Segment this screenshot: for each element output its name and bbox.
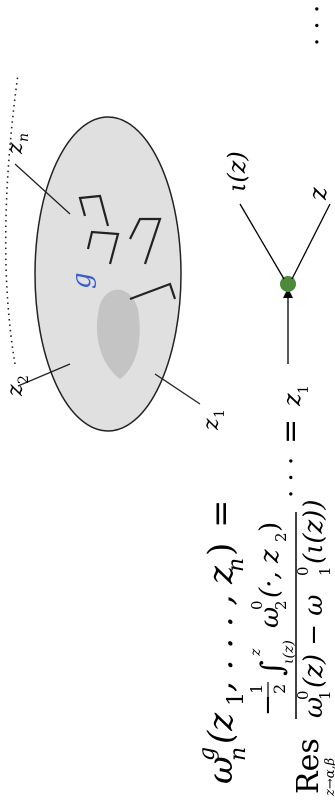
surface-blob: g: [4, 73, 201, 432]
lhs-formula: ω g n (z 1 , . . . , z n ) =: [195, 500, 251, 785]
label-z1: z: [199, 418, 224, 431]
frac-num: 1: [247, 684, 266, 694]
den-omega-b-sub: 1: [316, 566, 334, 576]
den-omega-b-sup: 0: [294, 566, 312, 576]
lhs-args-subn: n: [224, 558, 249, 572]
leg-z1: [154, 373, 201, 405]
lhs-args-sub1: 1: [224, 692, 249, 706]
dotted-arc: [4, 73, 19, 365]
handle-4: [78, 194, 110, 227]
label-z2: z: [3, 384, 28, 397]
handle-1: [129, 217, 162, 265]
lhs-args-open: (z: [201, 712, 241, 744]
lhs-args-mid: , . . . , z: [201, 565, 241, 692]
vertex-node: [280, 276, 296, 292]
vertex-in-label: z: [278, 393, 306, 407]
den-omega-a-sup: 0: [294, 690, 312, 700]
vertex-arrowhead: [283, 288, 293, 298]
integral-sign: ∫: [255, 660, 290, 676]
vertex-dots: · · ·: [303, 5, 333, 46]
leg-zn: [14, 163, 71, 215]
int-upper: z: [248, 648, 264, 657]
lhs-sub-n: n: [226, 747, 251, 761]
den-omega-b-args: (ι(z)): [299, 500, 329, 564]
den-omega-a-sub: 1: [316, 690, 334, 700]
vertex-out1-label: ι(z): [223, 151, 251, 192]
handle-2: [86, 230, 120, 265]
vertex-out1: [239, 203, 285, 280]
num-omega-args: (·, z: [255, 549, 285, 598]
blob-labels: z 2 z n z 1: [3, 133, 228, 431]
num-omega-args-sub: 2: [272, 532, 290, 542]
num-omega-sub: 2: [272, 600, 290, 610]
lhs-omega: ω: [201, 756, 241, 784]
blob-shadow: [97, 289, 140, 379]
genus-label: g: [67, 272, 97, 289]
lhs-sup-g: g: [195, 747, 220, 761]
den-omega-a: ω: [299, 697, 329, 718]
vertex-out2: [291, 203, 331, 280]
rhs-formula: Res z→α,β − 1 2 ∫ ι(z) z ω 0 2 (·, z 2 )…: [247, 419, 335, 797]
res-label: Res: [291, 738, 326, 794]
den-omega-a-args: (z) − ω: [299, 594, 329, 688]
label-z2-sub: 2: [16, 375, 32, 384]
blob-ellipse: [34, 116, 182, 432]
handle-3: [129, 282, 177, 301]
lhs-args-close: ): [201, 543, 241, 556]
int-lower: ι(z): [281, 640, 297, 664]
vertex-out2-label: z: [304, 187, 332, 201]
label-zn-sub: n: [16, 133, 32, 142]
num-omega: ω: [255, 607, 285, 628]
vertex-in-sub: 1: [296, 385, 312, 394]
blob-handles: [78, 194, 177, 301]
num-close: ): [255, 522, 285, 532]
rhs-dots: · · ·: [277, 457, 307, 498]
label-zn: z: [3, 142, 28, 155]
leg-z2: [17, 363, 71, 387]
num-omega-sup: 0: [248, 600, 266, 610]
frac-den: 2: [270, 684, 289, 694]
num-minus: −: [253, 694, 283, 716]
lhs-equals: =: [201, 500, 241, 529]
rhs-equals: =: [273, 419, 308, 444]
vertex-diagram: z 1 ι(z) z · · ·: [223, 5, 333, 407]
label-z1-sub: 1: [212, 409, 228, 418]
res-sub: z→α,β: [323, 758, 335, 797]
